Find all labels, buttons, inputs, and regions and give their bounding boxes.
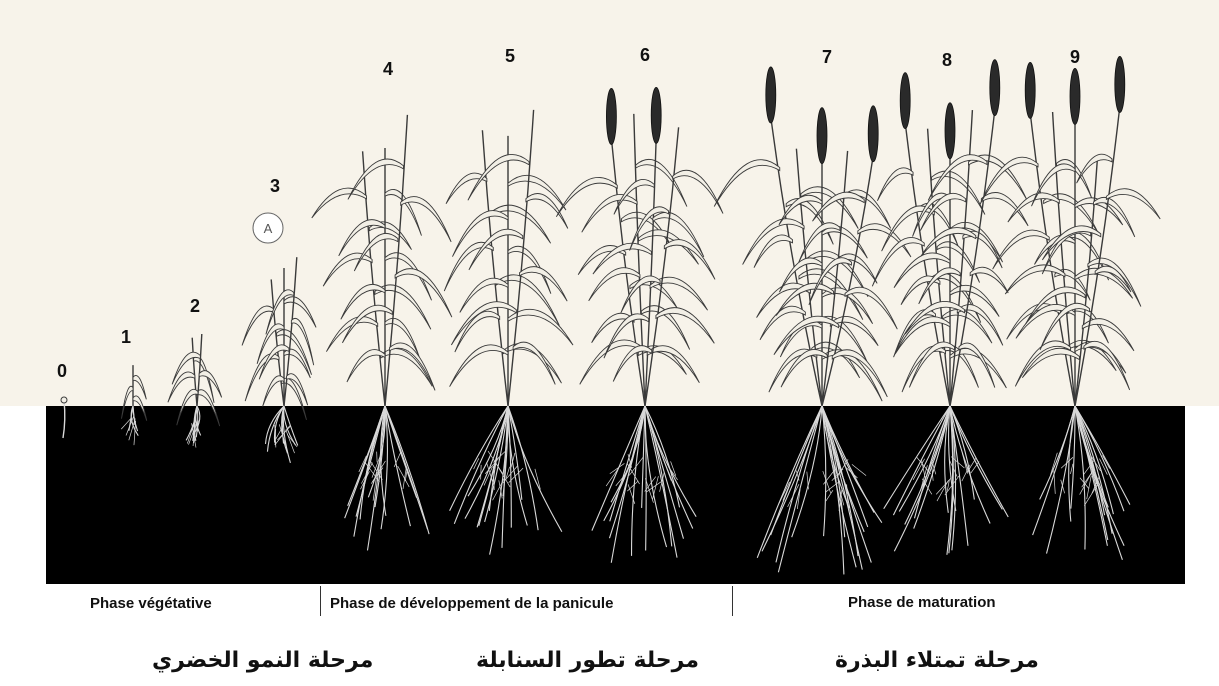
marker-letter: A bbox=[264, 221, 273, 236]
stage-number-3: 3 bbox=[270, 176, 280, 197]
phase-label-vegetative: Phase végétative bbox=[90, 595, 212, 612]
phase-label-panicle-development: Phase de développement de la panicule bbox=[330, 595, 613, 612]
stage-number-0: 0 bbox=[57, 361, 67, 382]
stage-3-marker: A bbox=[253, 213, 283, 243]
arabic-label-panicle-development: مرحلة تطور السنابلة bbox=[476, 648, 699, 673]
stage-number-1: 1 bbox=[121, 327, 131, 348]
panicle-icon bbox=[651, 87, 661, 143]
stage-number-8: 8 bbox=[942, 50, 952, 71]
stage-number-7: 7 bbox=[822, 47, 832, 68]
panicle-icon bbox=[900, 73, 910, 129]
phase-label-maturation: Phase de maturation bbox=[848, 594, 996, 611]
stage-number-4: 4 bbox=[383, 59, 393, 80]
panicle-icon bbox=[606, 88, 616, 144]
panicle-icon bbox=[817, 108, 827, 164]
phase-divider-1 bbox=[320, 586, 321, 616]
stage-number-2: 2 bbox=[190, 296, 200, 317]
stage-number-6: 6 bbox=[640, 45, 650, 66]
arabic-label-maturation: مرحلة تمتلاء البذرة bbox=[835, 648, 1039, 673]
panicle-icon bbox=[1070, 68, 1080, 124]
phase-divider-2 bbox=[732, 586, 733, 616]
panicle-icon bbox=[1115, 56, 1125, 112]
panicle-icon bbox=[990, 60, 1000, 116]
panicle-icon bbox=[1025, 62, 1035, 118]
panicle-icon bbox=[766, 67, 776, 123]
panicle-icon bbox=[868, 106, 878, 162]
stage-number-5: 5 bbox=[505, 46, 515, 67]
stage-number-9: 9 bbox=[1070, 47, 1080, 68]
panicle-icon bbox=[945, 103, 955, 159]
arabic-label-vegetative: مرحلة النمو الخضري bbox=[152, 648, 373, 673]
